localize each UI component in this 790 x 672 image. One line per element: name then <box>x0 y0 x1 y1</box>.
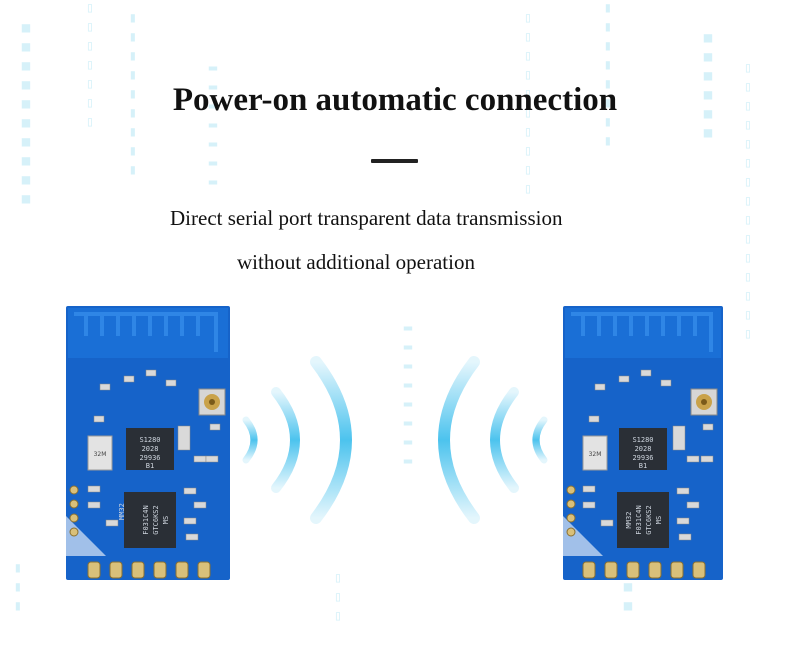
svg-text:S1280: S1280 <box>632 436 653 444</box>
wireless-module-left: S1280 2028 29936 B1 32M MM32 F031C4N GTC… <box>66 306 230 580</box>
svg-text:32M: 32M <box>94 451 107 458</box>
rf-chip: S1280 2028 29936 B1 <box>619 428 667 470</box>
mcu-chip: MM32 F031C4N GTC6KS2 MS <box>118 492 176 548</box>
wireless-signal-waves <box>242 356 548 524</box>
background-code-pattern: ▯▯▯▯▯▯▯▯▯▯ <box>520 10 536 200</box>
svg-text:GTC6KS2: GTC6KS2 <box>152 505 160 535</box>
signal-waves-left <box>242 356 352 524</box>
background-code-pattern: ▯▯▯▯▯▯▯▯▯▯▯▯▯▯▯ <box>740 60 756 345</box>
svg-text:MS: MS <box>655 516 663 524</box>
svg-text:B1: B1 <box>146 462 154 470</box>
side-pads <box>566 485 576 537</box>
side-pads <box>69 485 79 537</box>
svg-text:MS: MS <box>162 516 170 524</box>
mcu-chip: MM32 F031C4N GTC6KS2 MS <box>617 492 669 548</box>
background-code-pattern: ▯▯▯▯▯▯▯ <box>82 0 98 133</box>
svg-text:MM32: MM32 <box>625 512 633 529</box>
signal-waves-right <box>438 356 548 524</box>
wireless-module-right: S1280 2028 29936 B1 32M MM32 F031C4N GTC… <box>563 306 723 580</box>
svg-text:29936: 29936 <box>139 454 160 462</box>
subtitle-line-2: without additional operation <box>237 250 475 274</box>
svg-text:GTC6KS2: GTC6KS2 <box>645 505 653 535</box>
background-code-pattern: ▯▯▯ <box>330 570 346 627</box>
rf-chip: S1280 2028 29936 B1 <box>126 428 174 470</box>
svg-text:32M: 32M <box>589 451 602 458</box>
title-underline <box>371 159 418 163</box>
background-code-pattern: ▬▬▬▬▬▬▬▬ <box>400 320 416 472</box>
svg-text:29936: 29936 <box>632 454 653 462</box>
crystal-oscillator: 32M <box>87 435 113 471</box>
antenna-connector <box>198 388 226 416</box>
background-code-pattern: ▮▮▮▮▮▮▮▮▮ <box>125 10 141 181</box>
background-code-pattern: ■■■■■■ <box>700 30 716 144</box>
background-code-pattern: ■■■■■■■■■■ <box>18 20 34 210</box>
svg-text:B1: B1 <box>639 462 647 470</box>
bottom-pads <box>582 561 706 579</box>
page-title: Power-on automatic connection <box>172 82 618 118</box>
bottom-pads <box>87 561 211 579</box>
background-code-pattern: ▬▬▬▬▬▬▬ <box>205 60 221 193</box>
background-code-pattern: ▮▮▮▮▮▮▮▮ <box>600 0 616 152</box>
antenna-connector <box>690 388 718 416</box>
svg-text:S1280: S1280 <box>139 436 160 444</box>
svg-text:2028: 2028 <box>142 445 159 453</box>
svg-text:F031C4N: F031C4N <box>142 505 150 535</box>
svg-text:2028: 2028 <box>635 445 652 453</box>
subtitle-line-1: Direct serial port transparent data tran… <box>170 206 563 230</box>
svg-text:MM32: MM32 <box>118 503 126 520</box>
background-code-pattern: ▮▮▮ <box>10 560 26 617</box>
crystal-oscillator: 32M <box>582 435 608 471</box>
svg-text:F031C4N: F031C4N <box>635 505 643 535</box>
